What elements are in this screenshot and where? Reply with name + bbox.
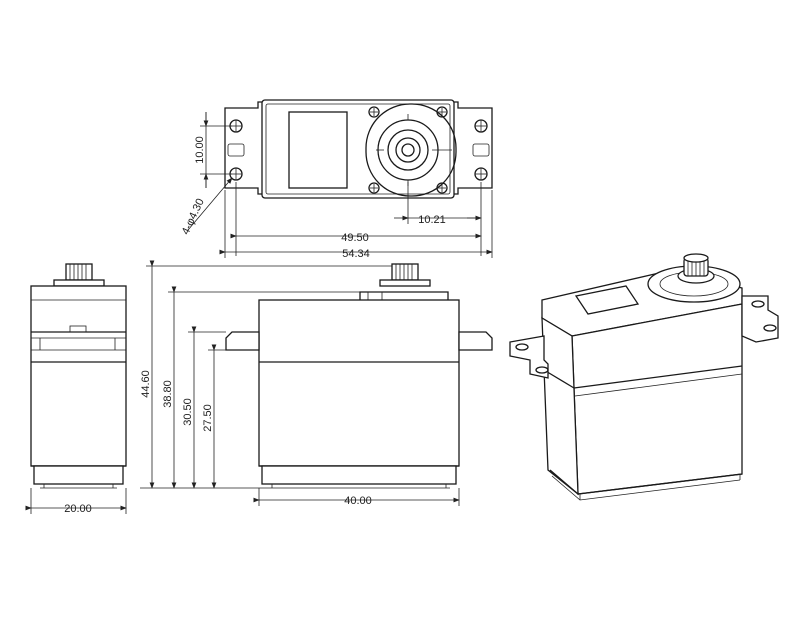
dim-lower-section-height: 30.50 (182, 398, 194, 426)
dim-mount-holes: 4-φ4.30 (180, 197, 207, 237)
top-body (261, 99, 455, 199)
dim-flange-height: 27.50 (202, 404, 214, 432)
end-base (33, 465, 124, 485)
end-view: 20.00 (25, 263, 127, 515)
output-gear (387, 129, 429, 171)
top-view: 10.00 4-φ4.30 10.21 49.50 54.34 (180, 99, 493, 260)
dim-shaft-offset: 10.21 (418, 214, 446, 226)
front-flange-left (225, 331, 260, 351)
label-window (288, 111, 348, 189)
dim-total-height: 44.60 (140, 370, 152, 398)
screw-icon (368, 106, 448, 194)
dim-body-length: 40.00 (344, 495, 372, 507)
iso-right-face (571, 303, 743, 495)
end-body (30, 285, 127, 467)
iso-flange-left (509, 335, 549, 379)
dim-mount-hole-spacing: 10.00 (194, 136, 206, 164)
front-flange-right (458, 331, 493, 351)
iso-left-face (541, 316, 579, 496)
mount-hole-icon (227, 119, 490, 181)
top-flange (224, 101, 493, 195)
front-body (258, 299, 460, 467)
iso-flange-right (741, 295, 779, 343)
gear-housing (365, 103, 457, 197)
iso-label-window (574, 285, 640, 315)
dim-width: 20.00 (64, 503, 92, 515)
dim-body-height: 38.80 (162, 380, 174, 408)
dim-overall-length: 54.34 (342, 248, 370, 260)
front-view: 44.60 38.80 30.50 27.50 40.00 (140, 260, 493, 507)
dim-hole-span: 49.50 (341, 232, 369, 244)
isometric-view (509, 253, 779, 501)
front-base (261, 465, 457, 485)
